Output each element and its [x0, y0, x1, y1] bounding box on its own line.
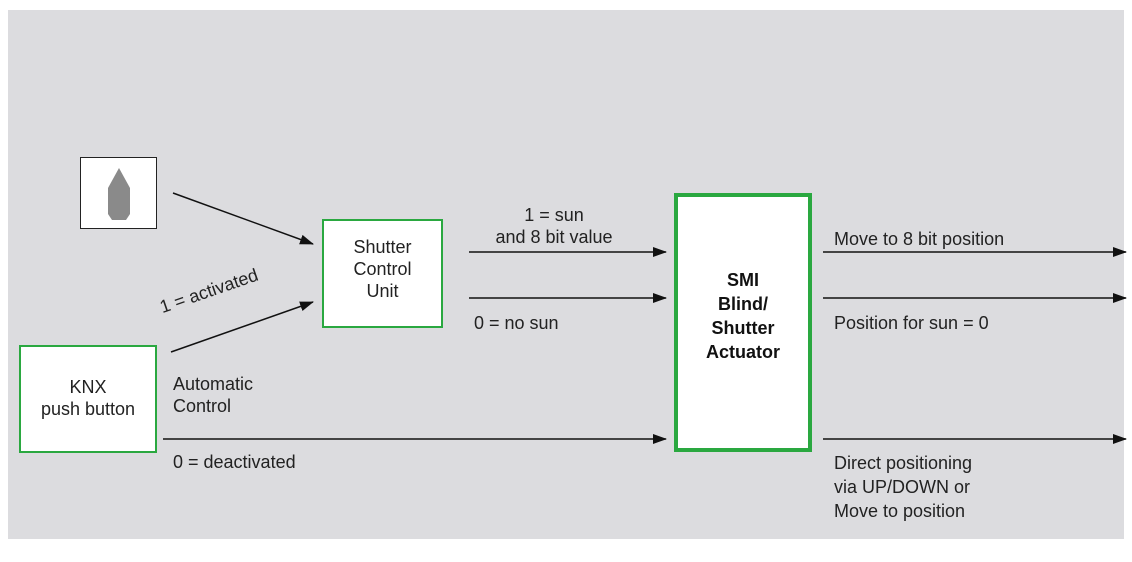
label-position-sun-0: Position for sun = 0 [834, 313, 989, 333]
actuator-line3: Shutter [711, 318, 775, 338]
label-sun: 1 = sun and 8 bit value [474, 204, 634, 248]
label-direct-line2: via UP/DOWN or [834, 477, 971, 497]
shutter-control-unit-box: Shutter Control Unit [322, 219, 443, 328]
label-no-sun: 0 = no sun [474, 313, 559, 333]
sun-sensor-icon [108, 168, 130, 220]
shutter-control-unit-label: Shutter Control Unit [324, 236, 441, 302]
knx-push-button-label: KNX push button [21, 376, 155, 420]
label-automatic-control: Automatic Control [173, 373, 253, 417]
label-deactivated: 0 = deactivated [173, 452, 296, 472]
knx-push-button-box: KNX push button [19, 345, 157, 453]
shutter-unit-line2: Control [353, 259, 412, 279]
actuator-line4: Actuator [705, 342, 780, 362]
smi-actuator-box: SMI Blind/ Shutter Actuator [674, 193, 812, 452]
label-automatic-line2: Control [173, 396, 232, 416]
shutter-unit-line3: Unit [366, 281, 399, 301]
smi-actuator-label: SMI Blind/ Shutter Actuator [678, 268, 808, 364]
label-direct-line1: Direct positioning [834, 453, 973, 473]
knx-label-line1: KNX [69, 377, 107, 397]
label-automatic-line1: Automatic [173, 374, 254, 394]
label-sun-line1: 1 = sun [524, 205, 584, 225]
label-move-8bit-position: Move to 8 bit position [834, 229, 1005, 249]
shutter-unit-line1: Shutter [353, 237, 412, 257]
actuator-line2: Blind/ [718, 294, 768, 314]
knx-label-line2: push button [40, 399, 136, 419]
sun-sensor [80, 157, 157, 229]
label-sun-line2: and 8 bit value [495, 227, 613, 247]
actuator-line1: SMI [726, 270, 759, 290]
label-direct-line3: Move to position [834, 501, 966, 521]
arrow-knx-activated-to-shutter-unit [170, 301, 314, 353]
arrow-sensor-to-shutter-unit [172, 192, 314, 245]
label-direct-positioning: Direct positioning via UP/DOWN or Move t… [834, 451, 972, 523]
diagram-background [8, 10, 1124, 539]
